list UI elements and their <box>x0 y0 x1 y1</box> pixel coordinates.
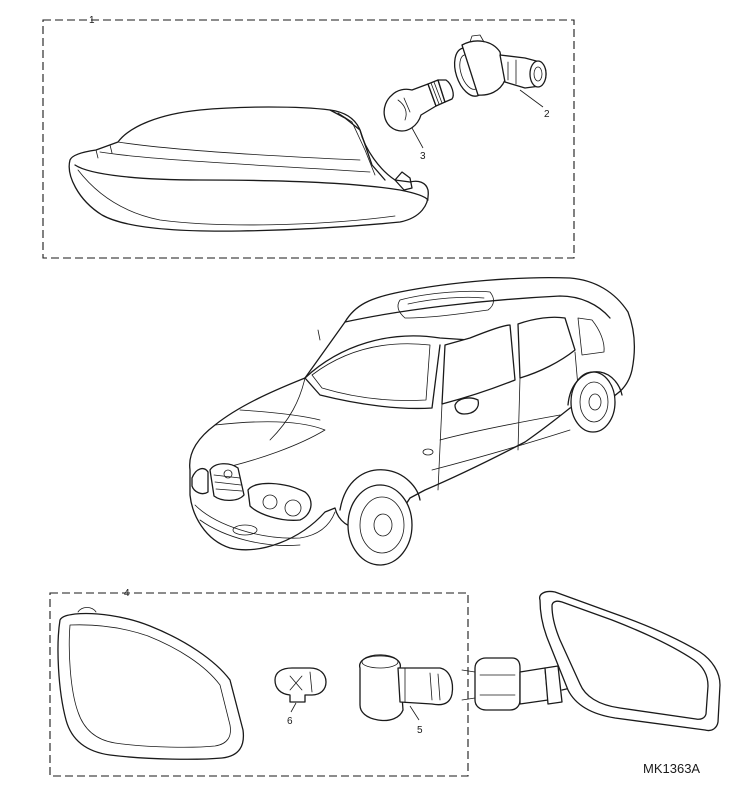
car-illustration <box>189 276 635 566</box>
connector-harness-and-gasket <box>461 590 721 732</box>
bulb-holder <box>453 34 547 97</box>
leader-6 <box>290 702 297 713</box>
front-wheel <box>347 484 413 566</box>
diagram-reference-code: MK1363A <box>643 761 700 776</box>
callout-3: 3 <box>420 151 426 162</box>
callout-4: 4 <box>124 588 130 599</box>
wedge-bulb <box>274 667 327 703</box>
indicator-bulb <box>383 79 454 132</box>
front-indicator-lamp <box>68 106 429 232</box>
group-1-dashed-frame <box>42 19 575 259</box>
callout-5: 5 <box>417 725 423 736</box>
leader-5 <box>409 705 420 721</box>
leader-3 <box>411 127 424 149</box>
side-bulb-holder <box>359 654 454 722</box>
callout-1: 1 <box>89 15 95 26</box>
group-4-dashed-frame <box>49 592 469 777</box>
leader-2 <box>519 89 544 108</box>
side-repeater-lamp <box>57 607 245 760</box>
callout-2: 2 <box>544 109 550 120</box>
rear-wheel <box>570 371 616 433</box>
group-1-front-indicator-assembly: 1 <box>42 15 575 259</box>
group-4-side-repeater-assembly: 4 6 5 <box>49 588 469 777</box>
callout-6: 6 <box>287 716 293 727</box>
